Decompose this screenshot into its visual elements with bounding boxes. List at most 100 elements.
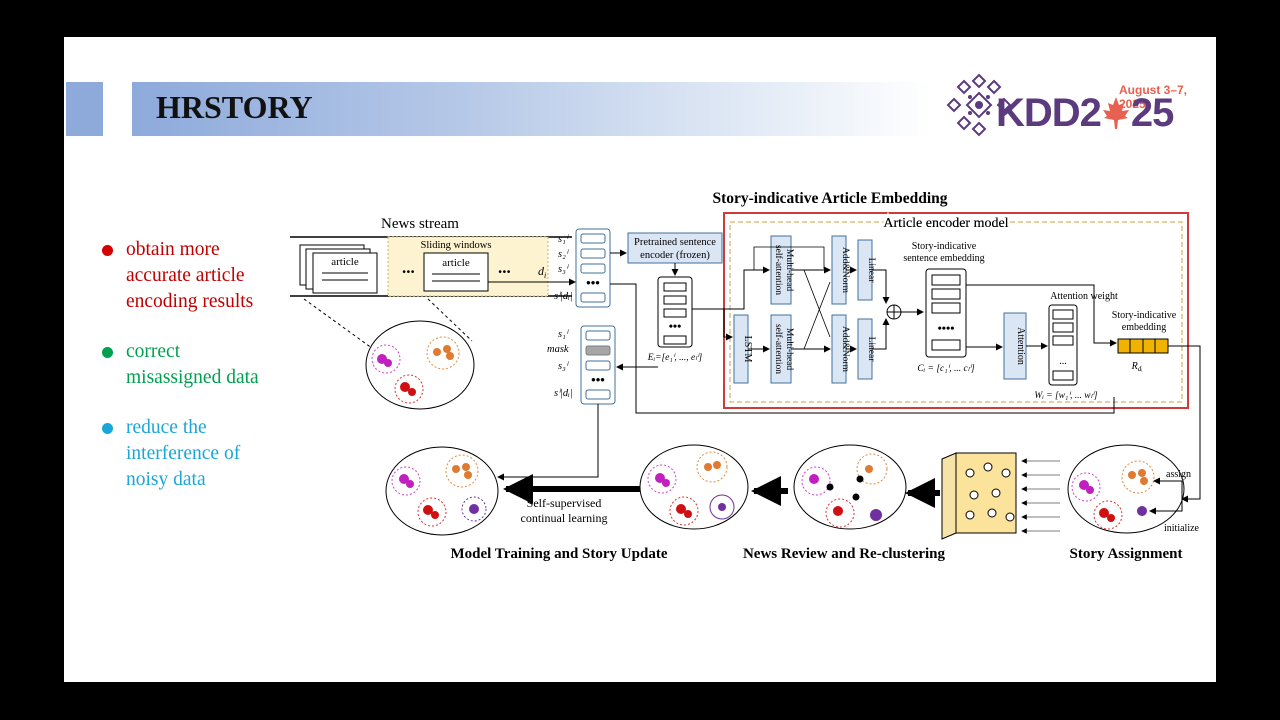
maple-leaf-icon <box>1102 97 1129 129</box>
sum-node-icon <box>886 304 902 320</box>
svg-text:article: article <box>442 257 470 269</box>
mask-to-training-path <box>497 404 599 481</box>
mhsa-upper-block: Multi-headself-attention <box>770 235 794 305</box>
residual-cross-2 <box>803 281 831 350</box>
svg-text:Linear: Linear <box>866 337 876 363</box>
pretrained-encoder-box: Pretrained sentence encoder (frozen) <box>627 232 723 264</box>
svg-text:s₃ⁱ: s₃ⁱ <box>558 361 570 372</box>
slide: HRSTORY August 3–7, 2025 KDD2 <box>64 37 1216 682</box>
kdd-logo-emblem-icon <box>946 73 1012 137</box>
title-band <box>132 82 932 136</box>
svg-text:s₁ⁱ: s₁ⁱ <box>558 234 570 245</box>
sentence-labels: s₁ⁱ s₂ⁱ s₃ⁱ sⁱ|dᵢ| <box>554 234 573 302</box>
title-accent-bar <box>66 82 103 136</box>
output-embedding-bar <box>1117 338 1169 354</box>
sentence-column: ••• <box>575 228 611 308</box>
article-encoder-title-fg: Article encoder model <box>883 216 1008 231</box>
input-stream-arrows <box>1021 458 1060 534</box>
assign-arrow <box>1153 477 1183 499</box>
d-i-label: di <box>538 264 546 280</box>
svg-text:Multi-headself-attention: Multi-headself-attention <box>773 245 794 295</box>
svg-text:s₃ⁱ: s₃ⁱ <box>558 264 570 275</box>
svg-text:•••: ••• <box>591 372 605 387</box>
masked-sentence-column: ••• <box>580 325 616 405</box>
assign-label: assign <box>1166 469 1191 480</box>
svg-text:Attention: Attention <box>1015 327 1026 365</box>
attention-block: Attention <box>1003 312 1027 380</box>
stream-ellipsis-2: ... <box>498 258 511 277</box>
c-embedding-column: •••• <box>925 268 967 358</box>
stage-label-story-assignment: Story Assignment <box>1070 546 1183 562</box>
article-stack-left: article <box>299 244 378 294</box>
cluster-story-assignment <box>1067 444 1185 534</box>
c-to-output-path <box>966 284 1117 347</box>
zoom-line-right <box>427 298 473 342</box>
sliding-windows-label: Sliding windows <box>421 240 492 251</box>
initialize-label: initialize <box>1164 523 1200 534</box>
attention-weight-label: Attention weight <box>1050 291 1118 302</box>
e-embedding-label: Eᵢ=[e₁ⁱ, ..., eₗⁱ] <box>647 352 703 363</box>
svg-text:Linear: Linear <box>866 258 876 284</box>
bullet-dot-icon <box>102 245 113 256</box>
stage-label-model-training: Model Training and Story Update <box>451 546 668 562</box>
bullet-dot-icon <box>102 423 113 434</box>
cluster-illustration-small <box>365 320 475 410</box>
svg-text:LSTM: LSTM <box>742 336 753 363</box>
stage-label-news-review: News Review and Re-clustering <box>743 546 946 562</box>
mhsa-lower-block: Multi-headself-attention <box>770 314 794 384</box>
svg-text:sⁱ|dᵢ|: sⁱ|dᵢ| <box>554 291 573 302</box>
cluster-news-review <box>639 444 749 530</box>
bullet-dot-icon <box>102 347 113 358</box>
article-encoder-title: Article encoder model <box>883 216 1008 231</box>
logo-wordmark: KDD2 25 <box>996 91 1174 135</box>
embedding-to-assignment-path <box>1168 345 1201 503</box>
news-stream-label: News stream <box>381 216 459 232</box>
cluster-model-training <box>385 446 499 536</box>
svg-text:s₁ⁱ: s₁ⁱ <box>558 329 570 340</box>
hrstory-diagram: Story-indicative Article Embedding News … <box>290 190 1201 562</box>
svg-text:Add&Norm: Add&Norm <box>840 247 850 294</box>
e-embedding-column: ••• <box>657 276 693 348</box>
r-label: Rdᵢ <box>1131 361 1143 373</box>
svg-text:••••: •••• <box>938 321 955 335</box>
svg-text:sⁱ|dᵢ|: sⁱ|dᵢ| <box>554 388 573 399</box>
svg-text:•••: ••• <box>669 319 682 333</box>
linear-lower-to-sum <box>872 318 890 350</box>
svg-text:Pretrained sentence: Pretrained sentence <box>634 237 716 248</box>
svg-text:Add&Norm: Add&Norm <box>840 326 850 373</box>
stream-ellipsis: ... <box>402 258 415 277</box>
w-weight-label: Wᵢ = [w₁ⁱ, ... wₗⁱ] <box>1034 390 1097 401</box>
svg-text:•••: ••• <box>586 275 600 290</box>
news-filter-panel <box>941 452 1017 540</box>
svg-text:...: ... <box>1059 356 1067 367</box>
linear-upper-to-sum <box>872 269 890 304</box>
svg-text:mask: mask <box>547 344 569 355</box>
svg-text:Multi-headself-attention: Multi-headself-attention <box>773 324 794 374</box>
zoom-line-left <box>303 298 377 352</box>
slide-title: HRSTORY <box>156 89 313 125</box>
article-encoder-inner-box <box>729 221 1183 403</box>
feedback-to-mask-path <box>610 283 1115 414</box>
cluster-reclustering <box>793 444 907 530</box>
c-embedding-label: Cᵢ = [c₁ⁱ, ... cₗⁱ] <box>917 363 975 374</box>
residual-cross-1 <box>803 269 831 338</box>
article-current: article <box>423 252 489 292</box>
initialize-arrow <box>1149 499 1183 515</box>
residual-top <box>753 246 825 270</box>
logo-date: August 3–7, 2025 <box>1119 83 1188 111</box>
svg-text:article: article <box>331 256 359 268</box>
masked-sentence-labels: s₁ⁱ mask s₃ⁱ sⁱ|dᵢ| <box>547 329 573 399</box>
e-to-lstm-path <box>692 308 733 341</box>
svg-text:s₂ⁱ: s₂ⁱ <box>558 249 570 260</box>
svg-text:encoder (frozen): encoder (frozen) <box>640 250 710 261</box>
